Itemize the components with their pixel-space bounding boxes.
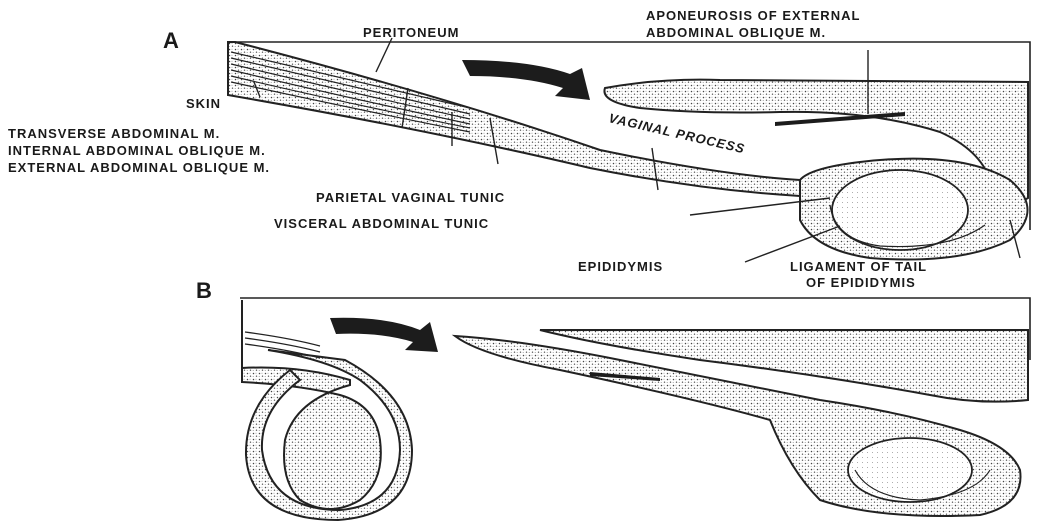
panel-b	[240, 298, 1030, 520]
label-vaginal-process: VAGINAL PROCESS	[607, 110, 746, 156]
arrow-b	[330, 318, 438, 352]
arrow-a	[462, 60, 590, 100]
label-aponeurosis-2: ABDOMINAL OBLIQUE M.	[646, 25, 826, 40]
label-transverse: TRANSVERSE ABDOMINAL M.	[8, 126, 220, 141]
panel-label-a: A	[163, 28, 179, 53]
label-visceral-tunic: VISCERAL ABDOMINAL TUNIC	[274, 216, 489, 231]
label-internal-oblique: INTERNAL ABDOMINAL OBLIQUE M.	[8, 143, 266, 158]
label-external-oblique: EXTERNAL ABDOMINAL OBLIQUE M.	[8, 160, 270, 175]
testis-b	[848, 438, 972, 502]
label-aponeurosis-1: APONEUROSIS OF EXTERNAL	[646, 8, 860, 23]
label-peritoneum: PERITONEUM	[363, 25, 459, 40]
label-parietal-tunic: PARIETAL VAGINAL TUNIC	[316, 190, 505, 205]
label-skin: SKIN	[186, 96, 221, 111]
label-ligament-1: LIGAMENT OF TAIL	[790, 259, 927, 274]
muscle-layers-b	[245, 332, 320, 358]
label-epididymis: EPIDIDYMIS	[578, 259, 663, 274]
panel-label-b: B	[196, 278, 212, 303]
label-ligament-2: OF EPIDIDYMIS	[806, 275, 916, 290]
